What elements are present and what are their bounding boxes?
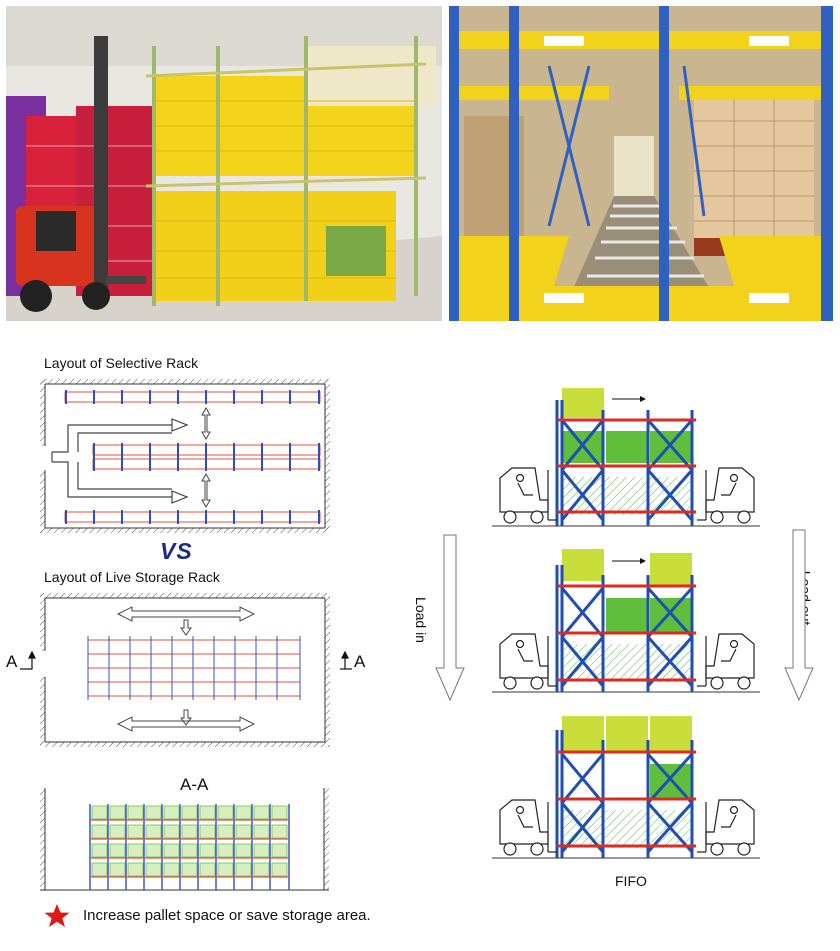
red-star-icon	[44, 904, 70, 927]
warehouse-photo-left	[6, 6, 442, 321]
section-mark-symbols	[20, 650, 352, 670]
forklift-right-icon-3	[697, 799, 755, 856]
live-storage-layout-title: Layout of Live Storage Rack	[44, 569, 220, 585]
load-in-label: Load in	[412, 597, 429, 643]
fifo-rack-panel-3	[492, 716, 760, 859]
load-in-arrow	[435, 534, 465, 702]
live-storage-grid	[87, 636, 301, 700]
selective-rack-rows	[64, 390, 321, 524]
selective-rack-layout-title: Layout of Selective Rack	[44, 355, 199, 371]
selective-rack-layout	[40, 379, 330, 533]
warehouse-photo-left-image	[6, 6, 442, 321]
live-storage-arrows	[116, 606, 256, 732]
selective-double-arrows	[201, 406, 211, 509]
warehouse-photo-right-image	[449, 6, 833, 321]
forklift-left-icon-2	[499, 633, 557, 690]
section-mark-left: A	[6, 652, 18, 671]
live-storage-layout	[20, 593, 352, 747]
section-mark-right: A	[354, 652, 366, 671]
forklift-left-icon-1	[499, 467, 557, 524]
selective-aisle-arrows	[51, 418, 189, 504]
forklift-right-icon-1	[697, 467, 755, 524]
forklift-right-icon-2	[697, 633, 755, 690]
forklift-left-icon-3	[499, 799, 557, 856]
section-aa-title: A-A	[180, 775, 209, 794]
fifo-rack-panel-2	[492, 549, 760, 693]
warehouse-photo-right	[449, 6, 833, 321]
fifo-rack-panel-1	[492, 388, 760, 527]
fifo-label: FIFO	[615, 873, 647, 889]
load-out-label: Load out	[797, 570, 814, 626]
section-aa-view	[40, 788, 329, 891]
section-aa-pallets	[89, 804, 290, 890]
footnote-text: Increase pallet space or save storage ar…	[83, 907, 371, 924]
vs-label: VS	[160, 538, 193, 564]
